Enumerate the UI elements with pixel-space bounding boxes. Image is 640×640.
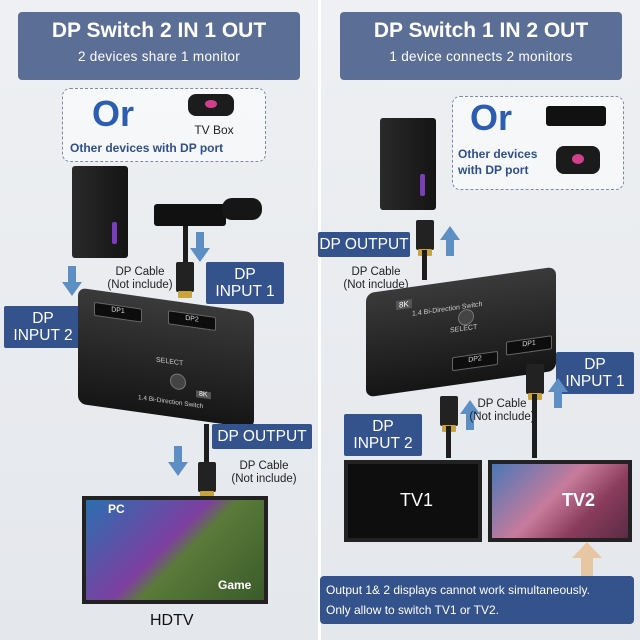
screen-pc-label: PC bbox=[108, 502, 125, 516]
port-dp1: DP1 bbox=[94, 301, 142, 323]
right-dp-output-tag: DP OUTPUT bbox=[318, 232, 410, 257]
warning-note: Output 1& 2 displays cannot work simulta… bbox=[320, 576, 634, 624]
left-other-devices: Other devices with DP port bbox=[70, 141, 224, 155]
note-line-1: Output 1& 2 displays cannot work simulta… bbox=[326, 583, 590, 597]
dp-cable bbox=[422, 250, 427, 280]
arrow-down-icon bbox=[62, 266, 82, 296]
right-dp-input-1-tag: DP INPUT 1 bbox=[556, 352, 634, 394]
tv2-label: TV2 bbox=[562, 490, 596, 510]
tv2-screen bbox=[488, 460, 632, 542]
right-other-devices: Other devices with DP port bbox=[458, 147, 538, 177]
right-dp-input-2-tag: DP INPUT 2 bbox=[344, 414, 422, 456]
screen-game-label: Game bbox=[218, 578, 252, 592]
dp-plug bbox=[440, 396, 458, 432]
tv1-label: TV1 bbox=[400, 490, 434, 510]
dp-plug bbox=[198, 462, 216, 498]
right-subtitle: 1 device connects 2 monitors bbox=[389, 49, 573, 64]
dp-plug bbox=[176, 262, 194, 298]
switch-badge: 8K bbox=[396, 298, 412, 311]
hdtv-screen bbox=[82, 496, 268, 604]
left-subtitle: 2 devices share 1 monitor bbox=[77, 49, 241, 64]
switch-badge: 8K bbox=[196, 390, 211, 400]
pc-tower-icon bbox=[72, 166, 128, 258]
pc-tower-icon bbox=[380, 118, 436, 210]
arrow-up-icon bbox=[572, 542, 602, 578]
tv1-screen bbox=[344, 460, 482, 542]
select-button[interactable] bbox=[170, 372, 186, 391]
left-cable-note-top: DP Cable (Not include) bbox=[107, 266, 173, 291]
right-banner: DP Switch 1 IN 2 OUT 1 device connects 2… bbox=[340, 12, 622, 80]
switch-select-label: SELECT bbox=[156, 356, 184, 368]
switch-select-label: SELECT bbox=[450, 323, 478, 335]
dp-switch-device: DP1 DP2 SELECT 8K 1.4 Bi-Direction Switc… bbox=[78, 287, 254, 429]
dp-cable bbox=[446, 426, 451, 458]
game-console-icon bbox=[154, 204, 226, 226]
dp-plug bbox=[526, 364, 544, 400]
dp-cable bbox=[204, 424, 209, 464]
tv-box-icon bbox=[188, 94, 234, 116]
game-console-icon bbox=[546, 106, 606, 126]
port-dp2: DP2 bbox=[168, 310, 216, 332]
right-or-text: Or bbox=[470, 97, 513, 138]
switch-brand-label: 1.4 Bi-Direction Switch bbox=[138, 394, 204, 411]
tv-box-label: TV Box bbox=[194, 123, 234, 137]
dp-plug bbox=[416, 220, 434, 256]
arrow-up-icon bbox=[440, 226, 460, 256]
port-dp1: DP1 bbox=[506, 335, 552, 356]
right-title: DP Switch 1 IN 2 OUT bbox=[373, 19, 589, 42]
left-dp-input-2-tag: DP INPUT 2 bbox=[4, 306, 82, 348]
tv-box-icon bbox=[556, 146, 600, 174]
arrow-down-icon bbox=[168, 446, 188, 476]
hdtv-label: HDTV bbox=[150, 612, 194, 629]
panel-divider bbox=[318, 0, 321, 640]
dp-cable bbox=[183, 226, 188, 266]
left-dp-input-1-tag: DP INPUT 1 bbox=[206, 262, 284, 304]
arrow-up-icon bbox=[548, 378, 568, 408]
left-banner: DP Switch 2 IN 1 OUT 2 devices share 1 m… bbox=[18, 12, 300, 80]
controller-icon bbox=[222, 198, 262, 220]
left-or-text: Or bbox=[92, 93, 135, 134]
arrow-up-icon bbox=[460, 400, 480, 430]
note-line-2: Only allow to switch TV1 or TV2. bbox=[326, 603, 499, 617]
left-title: DP Switch 2 IN 1 OUT bbox=[51, 19, 267, 42]
port-dp2: DP2 bbox=[452, 350, 498, 372]
left-cable-note-bottom: DP Cable (Not include) bbox=[231, 460, 297, 485]
dp-cable bbox=[532, 394, 537, 458]
arrow-down-icon bbox=[190, 232, 210, 262]
left-dp-output-tag: DP OUTPUT bbox=[212, 424, 312, 449]
right-cable-note-bottom: DP Cable (Not include) bbox=[469, 398, 535, 423]
